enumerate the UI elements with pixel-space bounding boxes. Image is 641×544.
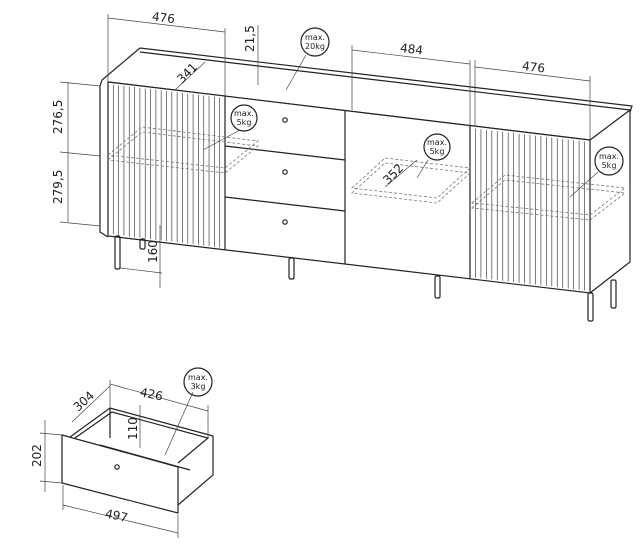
dim-right-door-width: 476 [521, 59, 545, 76]
dim-drawer-front-width: 497 [104, 506, 129, 524]
legs [114, 235, 617, 322]
load-label-shelf-left: max. 5kg [230, 104, 258, 132]
svg-text:max.: max. [188, 373, 208, 382]
load-label-top: max. 20kg [300, 27, 330, 57]
dim-upper-height: 276,5 [51, 100, 65, 134]
knob-icon [282, 219, 288, 225]
drawer-detail [39, 380, 214, 538]
dim-drawer-inner-width: 426 [139, 385, 164, 403]
load-label-drawer: max. 3kg [183, 367, 213, 397]
dim-middle-door-width: 484 [399, 41, 423, 58]
dim-lower-height: 279,5 [51, 170, 65, 204]
svg-text:5kg: 5kg [430, 147, 445, 156]
svg-text:3kg: 3kg [191, 382, 206, 391]
right-door-flutes [475, 128, 585, 291]
svg-text:max.: max. [234, 109, 254, 118]
knob-icon [282, 117, 288, 123]
svg-text:max.: max. [305, 33, 325, 42]
svg-text:max.: max. [599, 152, 619, 161]
load-label-shelf-right: max. 5kg [594, 146, 624, 176]
dim-shelf-depth-left: 341 [174, 60, 200, 86]
dim-drawer-inner-height: 110 [126, 417, 140, 440]
dim-drawer-front-height: 202 [30, 444, 44, 467]
left-door-flutes [112, 84, 221, 248]
svg-text:20kg: 20kg [305, 42, 325, 51]
shelves [107, 126, 627, 221]
dimension-lines [59, 14, 599, 288]
dim-leg-height: 160 [146, 240, 160, 263]
drawer-knobs [282, 117, 288, 225]
dim-drawer-depth: 304 [71, 388, 97, 414]
load-label-shelf-middle: max. 5kg [423, 133, 451, 161]
dim-top-thickness: 21,5 [243, 25, 257, 52]
svg-text:max.: max. [427, 138, 447, 147]
drawer-knob-icon [114, 464, 120, 470]
svg-text:5kg: 5kg [237, 118, 252, 127]
svg-text:5kg: 5kg [602, 161, 617, 170]
knob-icon [282, 169, 288, 175]
dim-left-door-width: 476 [151, 9, 175, 26]
